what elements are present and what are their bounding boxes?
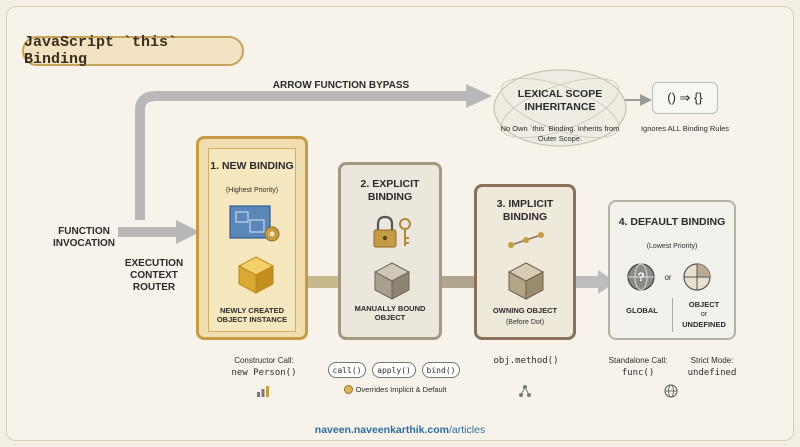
dot-chain-icon [508,232,544,248]
gray-cube-icon [373,262,411,300]
pie-half-icon [683,263,711,291]
footer-link-domain[interactable]: naveen.naveenkarthik.com [314,424,450,436]
default-caption-right: Strict Mode: [690,356,734,365]
default-code-left: func() [621,368,655,378]
brown-cube-icon [507,262,545,300]
blueprint-icon [229,205,280,242]
explicit-title: 2. EXPLICIT BINDING [360,178,420,203]
arrow-function-icon: () ⇒ {} [652,82,718,114]
footer-link[interactable]: naveen.naveenkarthik.com/articles [0,424,800,436]
chain-arrow-3-head [598,270,616,294]
explicit-note: Overrides Implicit & Default [330,385,460,394]
panel-explicit-binding [338,162,442,340]
globe-small-icon [664,384,678,398]
default-divider [672,298,673,332]
bind-method-pill: bind() [422,362,460,378]
explicit-note-text: Overrides Implicit & Default [355,385,447,394]
default-title: 4. DEFAULT BINDING [618,216,726,228]
new-binding-priority: (Highest Priority) [225,187,279,194]
bar-chart-icon [257,386,269,397]
arrow-bypass-head [466,84,492,108]
lexical-description: No Own `this` Binding. Inherits from Out… [500,124,620,143]
globe-icon: ? [627,263,655,291]
gold-seal-icon [343,385,353,394]
svg-text:?: ? [637,270,644,284]
new-caption: Constructor Call: [234,356,294,365]
invocation-arrow-head [176,220,200,244]
footer-link-path[interactable]: /articles [449,424,486,436]
global-label: GLOBAL [626,306,658,315]
page-title: JavaScript `this` Binding [22,34,244,68]
default-code-right: undefined [687,368,737,378]
strict-label-object: OBJECT [688,300,720,309]
implicit-object-sub: (Before Dot) [505,319,545,326]
call-method-pill: call() [328,362,366,378]
default-priority: (Lowest Priority) [646,243,698,250]
implicit-object-label: OWNING OBJECT [492,306,558,315]
panel-implicit-binding [474,184,576,340]
function-invocation-label: FUNCTION INVOCATION [52,226,116,249]
arrow-bypass-path [135,91,470,220]
arrow-bypass-label: ARROW FUNCTION BYPASS [272,80,410,91]
strict-label-or: or [700,311,708,318]
default-caption-left: Standalone Call: [608,356,668,365]
explicit-object-label: MANUALLY BOUND OBJECT [354,304,426,322]
default-or: or [664,273,672,282]
network-icon [519,385,531,397]
lexical-note: Ignores ALL Binding Rules [640,124,730,133]
panel-new-inner [208,148,296,332]
new-object-label: NEWLY CREATED OBJECT INSTANCE [216,306,288,324]
implicit-title: 3. IMPLICIT BINDING [496,198,554,223]
golden-cube-icon [237,256,275,294]
lock-key-icon [373,215,411,248]
lexical-cloud [493,69,627,147]
new-code: new Person() [231,368,297,378]
new-binding-title: 1. NEW BINDING [210,160,294,172]
implicit-code: obj.method() [493,356,559,366]
lexical-title: LEXICAL SCOPE INHERITANCE [517,88,603,113]
strict-label-undefined: UNDEFINED [682,320,726,329]
apply-method-pill: apply() [372,362,416,378]
execution-router-label: EXECUTION CONTEXT ROUTER [124,258,184,293]
